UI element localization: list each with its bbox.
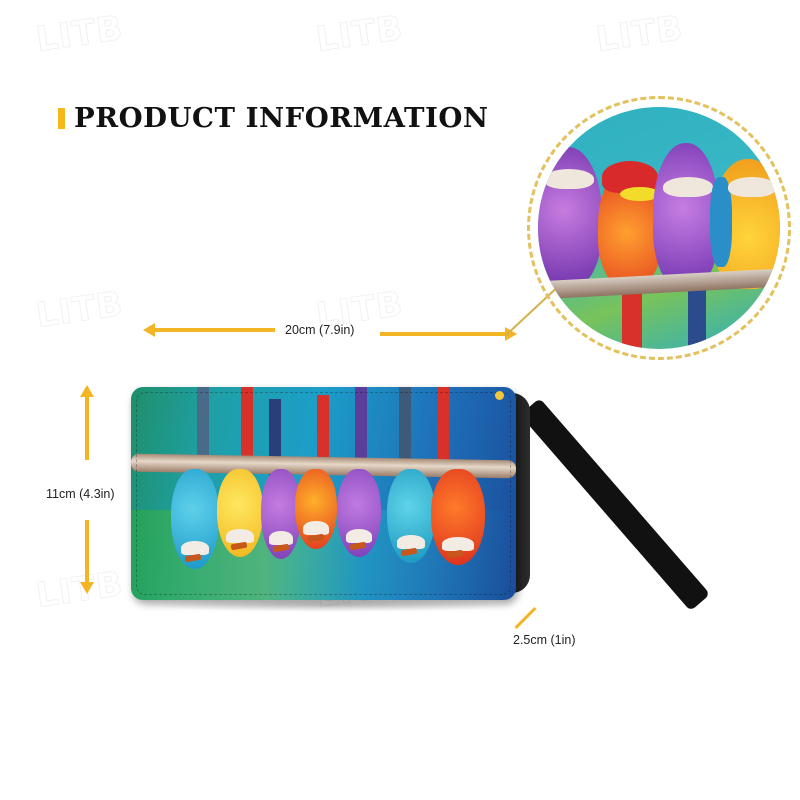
bird — [171, 469, 219, 569]
arrow-line — [85, 520, 89, 585]
page-title: PRODUCT INFORMATION — [74, 103, 489, 134]
bird-tail — [355, 387, 367, 467]
bird-face — [544, 169, 594, 189]
bird — [217, 469, 263, 557]
bird — [538, 147, 602, 287]
arrow-down-icon — [80, 582, 94, 594]
page-title-block: PRODUCT INFORMATION — [58, 103, 488, 134]
bird-face — [663, 177, 713, 197]
bird — [387, 469, 435, 563]
height-label: 11cm (4.3in) — [46, 487, 115, 501]
wallet-stitching — [136, 392, 511, 595]
bird-face — [728, 177, 776, 197]
arrow-line — [85, 395, 89, 460]
bird-tail — [197, 387, 209, 467]
bird — [653, 143, 719, 288]
bird-tail — [399, 387, 411, 467]
depth-label: 2.5cm (1in) — [513, 633, 576, 647]
watermark: LITB — [33, 8, 126, 61]
bird — [295, 469, 337, 549]
callout-dot — [495, 391, 504, 400]
width-label: 20cm (7.9in) — [285, 323, 355, 337]
wallet-shadow — [140, 598, 520, 612]
bird-wing — [710, 177, 732, 267]
watermark: LITB — [313, 8, 406, 61]
arrow-line — [153, 328, 275, 332]
wallet-image — [131, 387, 516, 600]
arrow-up-icon — [80, 385, 94, 397]
arrow-left-icon — [143, 323, 155, 337]
bird-tail — [437, 387, 449, 467]
watermark: LITB — [33, 284, 126, 337]
bird-tail — [622, 287, 642, 349]
watermark: LITB — [593, 8, 686, 61]
bird-tail — [688, 287, 706, 349]
bird-throat — [620, 187, 660, 201]
diagonal-arrow-icon — [514, 607, 537, 629]
title-accent-bar — [58, 108, 65, 129]
detail-zoom-image — [538, 107, 780, 349]
bird — [337, 469, 381, 557]
bird — [431, 469, 485, 565]
detail-ring — [527, 96, 791, 360]
bird-tail — [241, 387, 253, 467]
arrow-line — [380, 332, 506, 336]
bird — [261, 469, 301, 559]
wrist-strap — [520, 397, 711, 612]
bird-tail — [317, 395, 329, 475]
